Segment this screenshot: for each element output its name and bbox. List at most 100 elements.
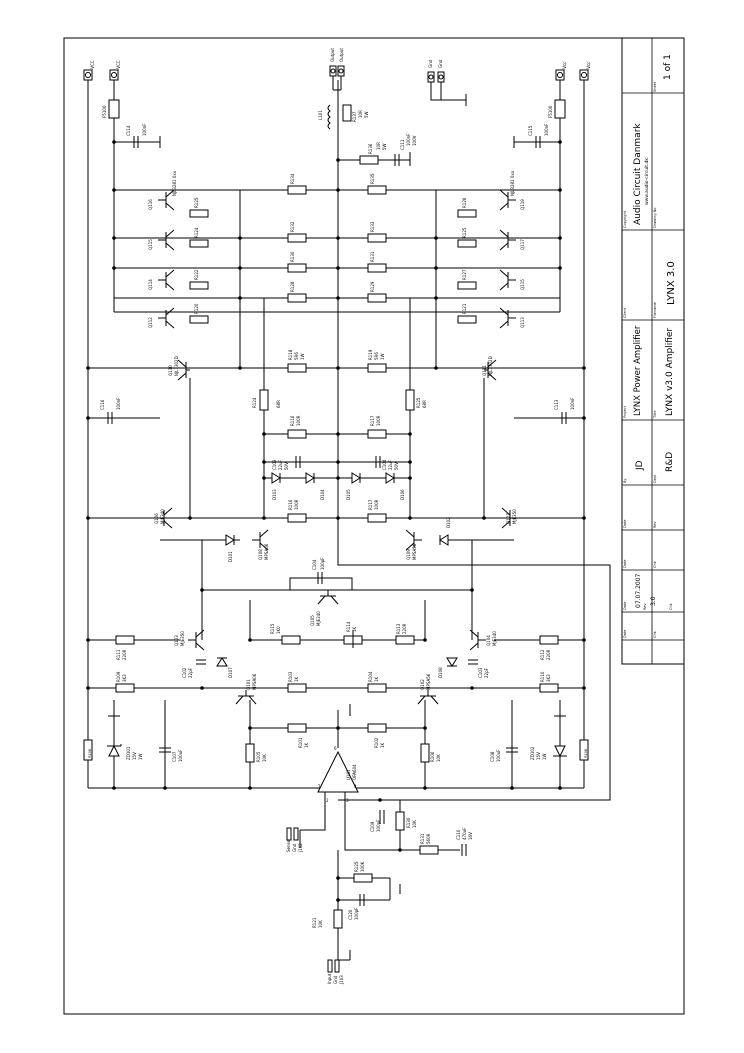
label-vcc-2: -VCC xyxy=(116,60,121,70)
diode-d101: D101 xyxy=(225,534,235,562)
svg-text:R131: R131 xyxy=(370,251,375,262)
output-emitter-resistors-left: R134 R132 R130 R128 xyxy=(287,173,307,303)
svg-text:R112: R112 xyxy=(540,649,545,660)
resistor-r117: R117 100R xyxy=(367,499,387,523)
svg-text:100nF: 100nF xyxy=(544,123,549,136)
resistor-r117-bias: R117 100R xyxy=(367,415,387,439)
svg-text:Q108: Q108 xyxy=(258,549,263,560)
svg-text:NJL3281 0xx: NJL3281 0xx xyxy=(510,170,515,196)
svg-text:C113: C113 xyxy=(554,399,559,410)
svg-text:R121: R121 xyxy=(312,917,317,928)
label-date-3: Date xyxy=(623,602,627,610)
cap-c103-bias: C103 22uF 50V xyxy=(272,456,301,470)
resistor-r111: R111 220R xyxy=(115,635,135,660)
svg-text:D102: D102 xyxy=(446,517,451,528)
output-transistors-left: Q116 Q115 Q114 Q112 NJL3281 0xx xyxy=(148,170,177,329)
svg-text:J103: J103 xyxy=(339,975,344,985)
resistor-r136: R136 10R 5W xyxy=(359,142,387,165)
svg-text:7: 7 xyxy=(318,784,321,789)
resistor-r130: R130 10K xyxy=(395,811,417,831)
svg-text:4: 4 xyxy=(354,784,357,789)
resistor-r121: R121 10K xyxy=(312,909,343,929)
resistor-r108-right: R108 xyxy=(579,739,589,761)
svg-text:R126: R126 xyxy=(462,197,467,208)
resistor-r113: R113 220R xyxy=(395,623,415,645)
svg-text:15V: 15V xyxy=(132,752,137,760)
svg-text:Q103: Q103 xyxy=(174,635,179,646)
output-base-resistors-left: R125 R124 R122 R120 xyxy=(189,197,209,324)
svg-text:560R: 560R xyxy=(426,833,431,844)
svg-text:R105: R105 xyxy=(256,751,261,762)
svg-text:R116: R116 xyxy=(288,499,293,510)
title-block: Copyright Audio Circuit Danmark www.audi… xyxy=(621,37,685,665)
label-chk-2: Chk xyxy=(653,630,657,638)
svg-text:100R: 100R xyxy=(294,499,299,510)
svg-text:Q117: Q117 xyxy=(520,239,525,250)
svg-text:R128: R128 xyxy=(290,281,295,292)
svg-text:C110: C110 xyxy=(456,829,461,840)
svg-text:R104: R104 xyxy=(368,671,373,682)
svg-text:3K3: 3K3 xyxy=(546,674,551,682)
resistor-r106: R106 10K xyxy=(420,743,441,763)
svg-text:ZD102: ZD102 xyxy=(530,746,535,760)
svg-text:5R6: 5R6 xyxy=(294,352,299,360)
resistor-r118: R118 5R6 1W xyxy=(287,349,307,373)
label-gnd-1: Gnd xyxy=(428,59,433,68)
svg-text:1K0: 1K0 xyxy=(276,626,281,634)
svg-text:R114: R114 xyxy=(346,621,351,632)
svg-text:5W: 5W xyxy=(382,143,387,150)
connector-vcc-left: -VCC -VCC xyxy=(83,60,121,81)
label-dept: Dept xyxy=(653,474,657,483)
svg-text:R108: R108 xyxy=(584,749,588,758)
svg-text:5W: 5W xyxy=(364,111,369,118)
svg-text:Q101: Q101 xyxy=(246,679,251,690)
svg-text:Q109: Q109 xyxy=(406,549,411,560)
connector-input-j103: Input Gnd J103 xyxy=(327,959,344,985)
transistor-q104: Q104 MJE340 xyxy=(469,629,497,651)
label-filename: Filename xyxy=(653,302,657,318)
ground-symbols xyxy=(299,704,401,960)
svg-text:R117: R117 xyxy=(368,499,373,510)
svg-text:R117: R117 xyxy=(370,415,375,426)
svg-text:22uF: 22uF xyxy=(278,459,283,470)
svg-text:C108: C108 xyxy=(490,751,495,762)
svg-text:Q105: Q105 xyxy=(310,615,315,626)
diode-d107: D107 xyxy=(216,657,233,678)
svg-text:100uF: 100uF xyxy=(178,749,183,762)
svg-text:R124: R124 xyxy=(252,397,257,408)
svg-text:C103: C103 xyxy=(272,459,277,470)
zener-zd102: ZD102 15V 1W xyxy=(530,715,567,760)
svg-text:10K: 10K xyxy=(318,920,323,928)
svg-text:R111: R111 xyxy=(116,649,121,660)
svg-text:Q102: Q102 xyxy=(420,679,425,690)
svg-text:MPSA06: MPSA06 xyxy=(252,673,257,690)
svg-text:15V: 15V xyxy=(536,752,541,760)
svg-text:16V: 16V xyxy=(468,832,473,840)
svg-text:220R: 220R xyxy=(402,623,407,634)
svg-text:R136: R136 xyxy=(368,143,373,154)
resistor-r131: R131 560R xyxy=(419,833,439,855)
svg-text:MJE340: MJE340 xyxy=(160,509,165,524)
svg-text:MJE340: MJE340 xyxy=(492,631,497,646)
svg-text:C115: C115 xyxy=(528,125,533,136)
resistor-r116-bias: R116 100R xyxy=(287,415,307,439)
resistor-r125: R125 100K xyxy=(353,861,373,883)
svg-text:R130: R130 xyxy=(406,817,411,828)
svg-text:1K: 1K xyxy=(294,676,299,682)
resistor-r101: R101 1K xyxy=(287,723,309,748)
svg-text:MPSA06: MPSA06 xyxy=(264,543,269,560)
svg-text:3: 3 xyxy=(346,798,349,803)
label-date-1: Date xyxy=(623,520,627,528)
svg-text:D101: D101 xyxy=(228,551,233,562)
svg-text:Q116: Q116 xyxy=(148,199,153,210)
label-copyright: Copyright xyxy=(623,210,627,228)
trimmer-r114: R114 1K xyxy=(343,621,363,648)
transistor-q105: Q105 MJE340 xyxy=(310,590,339,626)
svg-text:Q111: Q111 xyxy=(482,365,487,376)
transistor-q111: Q111 NJL1302D xyxy=(482,356,497,381)
svg-text:R134: R134 xyxy=(290,173,295,184)
transistor-q109: Q109 MPSA56 xyxy=(405,529,422,560)
resistor-r119: R119 5R6 1W xyxy=(367,349,387,373)
svg-text:R135: R135 xyxy=(370,173,375,184)
svg-text:D105: D105 xyxy=(346,489,351,500)
